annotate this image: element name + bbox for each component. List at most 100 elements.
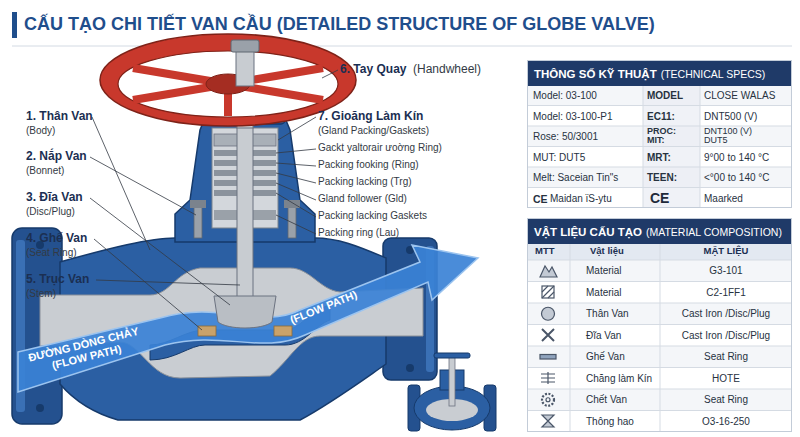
table-grid (527, 85, 792, 208)
material-icon (542, 329, 554, 341)
disc (214, 296, 276, 328)
stud-nut (190, 200, 206, 208)
inset-handwheel (434, 353, 470, 358)
table-cell: Thông hao (586, 416, 634, 428)
table-cell: O3-16-250 (660, 416, 792, 428)
grid-line (700, 85, 701, 208)
callout-label: 2. Nắp Van (26, 150, 87, 164)
grid-line (527, 105, 792, 106)
bolt-hole (36, 404, 44, 412)
table-cell: Maidan ïS-ytu (550, 193, 612, 205)
leader-line (276, 149, 316, 153)
leader-line (276, 173, 316, 183)
table-cell: Model: 03-100 (533, 90, 597, 102)
grid-line (660, 243, 661, 432)
title-rule (12, 46, 792, 47)
packing-label: Gland follower (Gld) (318, 193, 407, 205)
table-cell: TEEN: (647, 172, 677, 184)
table-cell: Cast Iron /Disc/Plug (660, 330, 792, 342)
seat-ring (198, 326, 216, 336)
table-cell: EC11: (647, 111, 675, 123)
table-cell: PROC: MIT: (647, 127, 681, 145)
packing-label: Packing lacking Gaskets (318, 210, 427, 222)
callout-subtitle: (Seat Ring) (26, 247, 77, 259)
table-cell: Ghế Van (586, 351, 625, 363)
callout-label: 4. Ghế Van (26, 232, 87, 246)
leader-line (276, 193, 316, 217)
table-cell: Model: 03-100-P1 (533, 111, 613, 123)
diagram-title: CẤU TẠO CHI TIẾT VAN CẦU (DETAILED STRUC… (24, 14, 655, 35)
grid-line (527, 146, 792, 147)
table-cell: C2-1FF1 (660, 287, 792, 299)
stud-nut (284, 200, 300, 208)
material-icon (540, 355, 556, 360)
table-cell: DNT100 (V) DUT5 (704, 127, 764, 145)
ce-mark: CE (650, 190, 669, 206)
table-cell: <°00 to 140 °C (704, 172, 770, 184)
table-cell: Chăng làm Kín (586, 373, 652, 385)
callout-label: 7. Gioăng Làm Kín (318, 110, 423, 124)
leader-line (96, 280, 240, 285)
callout-subtitle: (Stem) (26, 288, 56, 300)
table-cell: Thân Van (586, 308, 629, 320)
material-icon (540, 266, 557, 277)
table-cell: Đĩa Van (586, 330, 621, 342)
bolt-hole (406, 364, 414, 372)
material-table-panel: VẬT LIỆU CẤU TẠO (MATERIAL COMPOSITION) (527, 218, 792, 432)
column-header: Vật liệu (590, 246, 624, 257)
table-cell: Material (586, 287, 622, 299)
leader-line (92, 117, 150, 250)
packing-label: Packing fooking (Ring) (318, 159, 419, 171)
grid-line (527, 187, 792, 188)
table-cell: Seat Ring (660, 351, 792, 363)
header-band: VẬT LIỆU CẤU TẠO (MATERIAL COMPOSITION) (528, 219, 791, 244)
material-icons (540, 266, 557, 427)
seat-ring (274, 326, 292, 336)
title-accent (12, 12, 17, 38)
material-icon (542, 415, 554, 427)
table-row (527, 188, 792, 209)
packing-label: Gackt yaltorair ưoờng Ring) (318, 142, 442, 154)
table-cell: MODEL (647, 90, 683, 102)
inset-stem (449, 356, 455, 406)
table-cell: Chết Van (586, 394, 627, 406)
callout-subtitle: (Handwheel) (413, 63, 481, 77)
material-icon (546, 398, 550, 402)
leader-lines (90, 70, 338, 330)
table-cell: DNT500 (V) (704, 111, 757, 123)
header-band: THÔNG SỐ KỸ THUẬT(TECHNICAL SPECS) (528, 61, 791, 86)
table-cell: CLOSE WALAS (704, 90, 775, 102)
material-icon (542, 286, 554, 298)
table-cell: Rose: 50/3001 (533, 131, 598, 143)
column-header: MẶT LIỆU (660, 246, 792, 257)
table-cell: MUT: DUT5 (533, 152, 585, 164)
callout-subtitle: (Disc/Plug) (26, 206, 75, 218)
leader-line (278, 117, 316, 140)
callout-label: 3. Đĩa Van (26, 191, 83, 205)
leader-line (90, 198, 230, 305)
leader-line (276, 215, 316, 234)
handwheel-opening (118, 51, 338, 117)
material-icon (542, 394, 554, 406)
table-cell: Material (586, 265, 622, 277)
table-cell: Maarked (704, 193, 743, 205)
grid-line (527, 167, 792, 168)
grid-line (643, 85, 644, 208)
panel-heading: THÔNG SỐ KỸ THUẬT (534, 68, 657, 80)
panel-heading: VẬT LIỆU CẤU TẠO (534, 226, 642, 238)
packing-label: Packing lacking (Trg) (318, 176, 412, 188)
leader-line (276, 163, 316, 166)
material-icon (541, 372, 555, 384)
table-cell: MRT: (647, 152, 671, 164)
stem-nut (231, 40, 259, 52)
panel-subheading: (MATERIAL COMPOSITION) (646, 226, 782, 238)
leader-line (94, 239, 202, 330)
handwheel-rim (100, 34, 356, 126)
table-cell: Melt: Saceian Tin"s (533, 172, 618, 184)
table-row (527, 126, 792, 147)
table-cell: Cast Iron /Disc/Plug (660, 308, 792, 320)
table-cell: Seat Ring (660, 394, 792, 406)
leader-line (276, 183, 316, 200)
callout-subtitle: (Gland Packing/Gaskets) (318, 125, 429, 137)
table-cell: 9°00 to 140 °C (704, 152, 769, 164)
